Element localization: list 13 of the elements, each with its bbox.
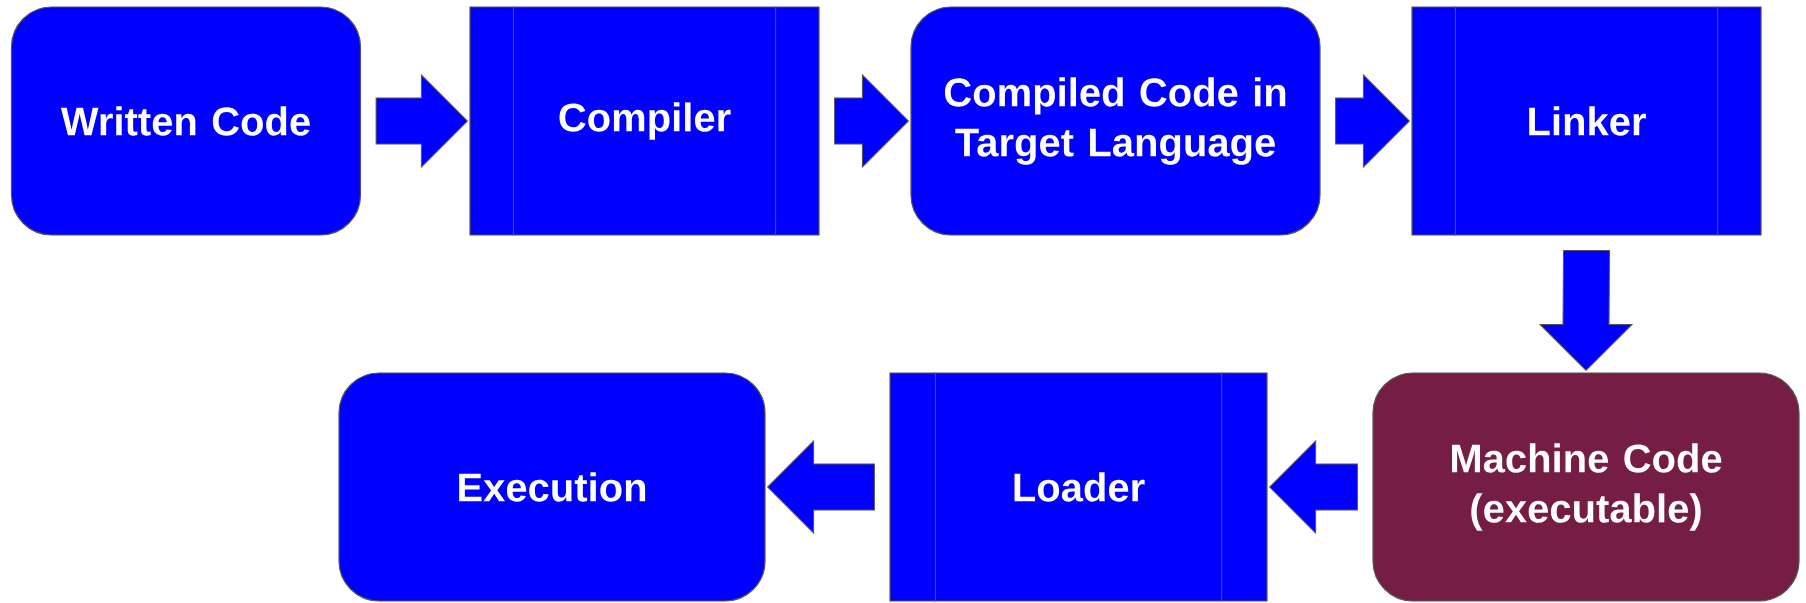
rounded-box: Written Code xyxy=(10,6,362,236)
rounded-box: Machine Code (executable) xyxy=(1372,372,1800,602)
block-arrow xyxy=(375,74,468,168)
process-box: Loader xyxy=(889,371,1268,603)
block-arrow xyxy=(834,74,909,168)
process-box: Compiler xyxy=(469,5,820,237)
rounded-box: Compiled Code in Target Language xyxy=(910,6,1321,236)
block-arrow xyxy=(1269,440,1358,534)
block-arrow xyxy=(767,440,875,534)
process-box: Linker xyxy=(1411,5,1762,237)
rounded-box: Execution xyxy=(338,372,766,602)
block-arrow xyxy=(1335,74,1410,168)
block-arrow xyxy=(1539,250,1633,371)
